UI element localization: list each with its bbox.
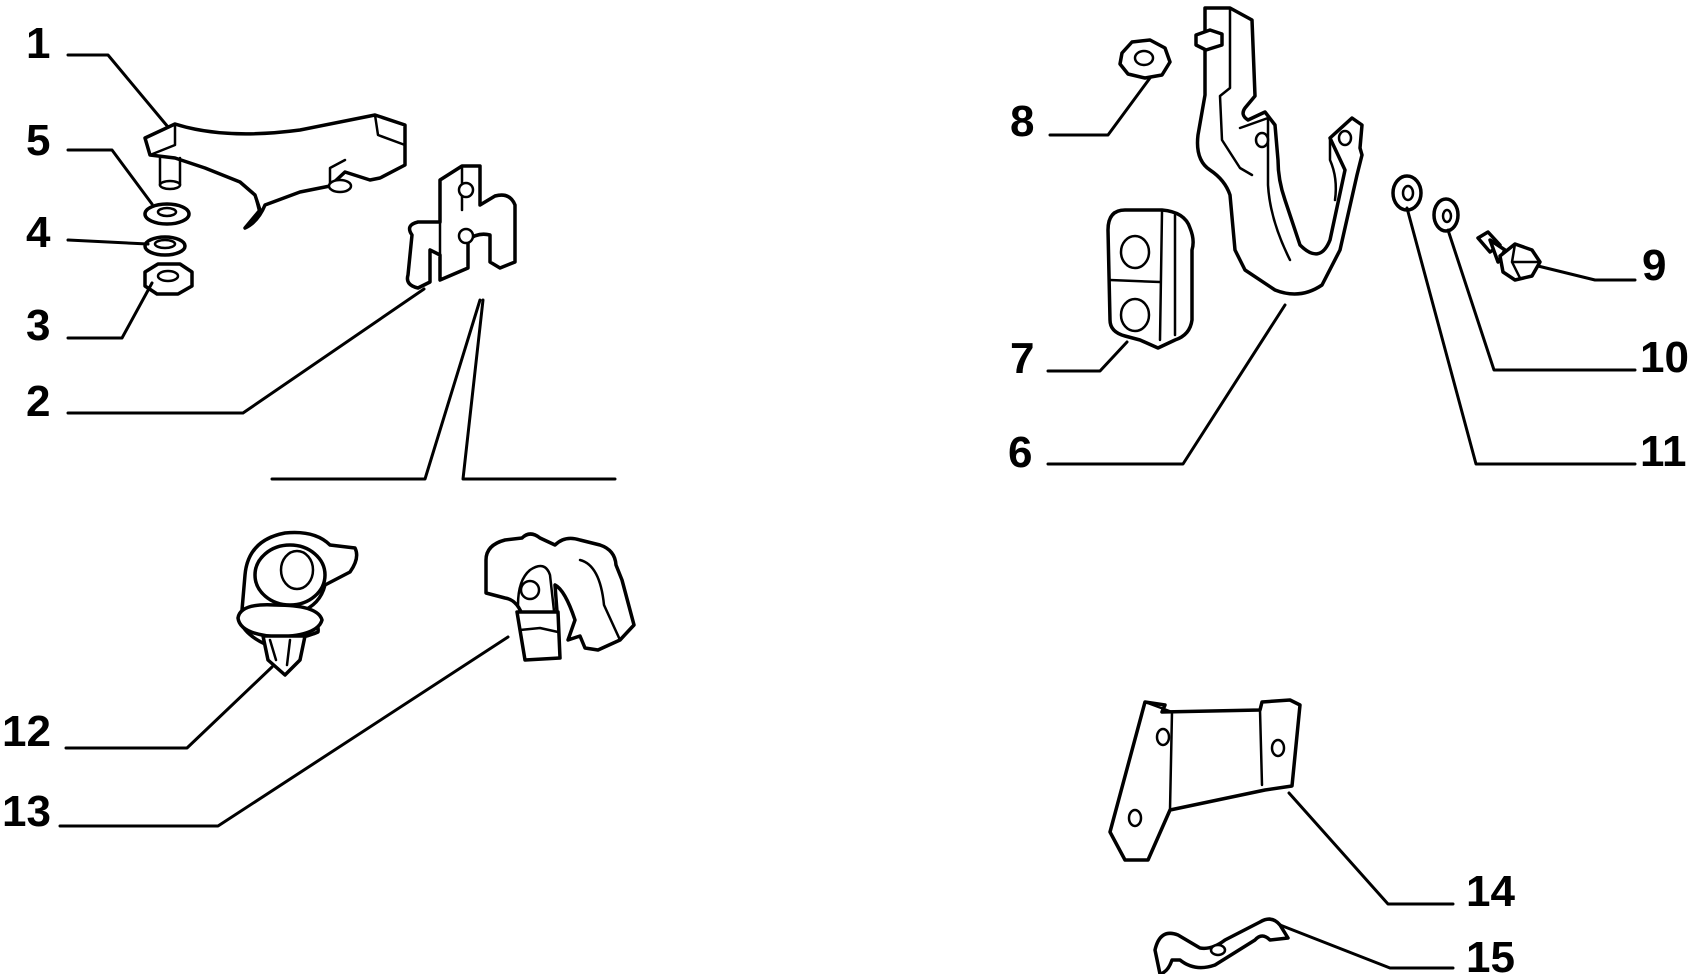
leader-7 — [1046, 340, 1129, 373]
leader-9 — [1536, 264, 1637, 282]
part-15-clamp — [1153, 917, 1290, 974]
leader-lines — [58, 53, 1637, 970]
group-bracket-line — [270, 298, 617, 481]
leader-4 — [66, 238, 150, 246]
callout-12: 12 — [2, 707, 51, 756]
callout-11: 11 — [1640, 427, 1687, 476]
callout-labels: 1 5 4 3 2 12 13 8 7 6 9 10 11 14 15 — [2, 19, 1689, 974]
leader-13 — [58, 635, 510, 828]
leader-1 — [66, 53, 170, 129]
callout-2: 2 — [26, 377, 50, 426]
callout-1: 1 — [26, 19, 50, 68]
leader-8 — [1048, 76, 1152, 137]
part-5-washer — [143, 202, 191, 226]
leader-11 — [1405, 206, 1637, 466]
part-10-lock-washer — [1432, 197, 1460, 233]
callout-5: 5 — [26, 116, 50, 165]
callout-4: 4 — [26, 208, 51, 257]
part-9-bolt — [1476, 230, 1542, 282]
leader-3 — [66, 281, 154, 340]
part-2-cable-clip — [405, 164, 517, 290]
part-11-washer — [1391, 174, 1423, 212]
leader-6 — [1046, 303, 1287, 466]
callout-8: 8 — [1010, 97, 1034, 146]
leader-12 — [64, 665, 274, 750]
leader-14 — [1287, 791, 1455, 906]
callout-10: 10 — [1640, 333, 1689, 382]
leader-15 — [1278, 923, 1455, 970]
leader-10 — [1446, 228, 1637, 372]
part-7-rubber-block — [1106, 208, 1195, 350]
part-3-nut — [143, 262, 194, 296]
leader-2 — [66, 287, 426, 415]
callout-14: 14 — [1466, 867, 1515, 916]
part-4-lock-washer — [143, 235, 187, 257]
part-14-angle-bracket — [1108, 698, 1302, 862]
callout-6: 6 — [1008, 428, 1032, 477]
callout-15: 15 — [1466, 933, 1515, 974]
callout-9: 9 — [1642, 241, 1666, 290]
callout-7: 7 — [1010, 334, 1034, 383]
part-6-long-bracket — [1194, 6, 1364, 296]
part-13-clip-bracket — [484, 532, 636, 662]
leader-5 — [66, 148, 154, 206]
part-1-bracket-arm — [143, 113, 407, 230]
callout-13: 13 — [2, 787, 51, 836]
callout-3: 3 — [26, 301, 50, 350]
part-12-push-clip — [236, 530, 359, 677]
part-8-flange-nut — [1118, 38, 1172, 80]
